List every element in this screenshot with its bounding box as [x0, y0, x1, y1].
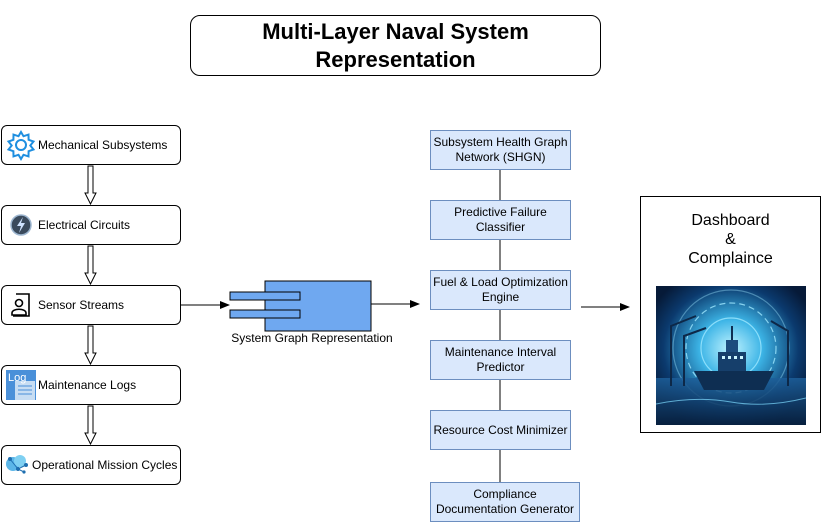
process-shgn: Subsystem Health Graph Network (SHGN) — [430, 130, 571, 170]
dashboard-title-line3: Complaince — [688, 250, 773, 267]
input-mechanical-subsystems: Mechanical Subsystems — [1, 125, 181, 165]
dashboard-title: Dashboard & Complaince — [641, 211, 820, 268]
diagram-title-box: Multi-Layer Naval System Representation — [190, 15, 601, 76]
process-maintenance-interval-predictor: Maintenance Interval Predictor — [430, 340, 571, 380]
diagram-title: Multi-Layer Naval System Representation — [262, 18, 529, 72]
process-fuel-load-optimization: Fuel & Load Optimization Engine — [430, 270, 571, 310]
process-label: Resource Cost Minimizer — [433, 422, 568, 437]
process-predictive-failure-classifier: Predictive Failure Classifier — [430, 200, 571, 240]
input-label: Sensor Streams — [38, 298, 125, 312]
log-icon-text: Log — [8, 372, 26, 384]
hollow-arrow-3 — [84, 325, 97, 366]
hollow-arrow-1 — [84, 165, 97, 206]
dashboard-title-line1: Dashboard — [691, 212, 770, 229]
process-label: Subsystem Health Graph Network (SHGN) — [433, 135, 568, 164]
person-document-icon — [4, 288, 38, 322]
log-file-icon: Log — [4, 368, 38, 402]
process-compliance-documentation: Compliance Documentation Generator — [430, 482, 580, 522]
input-label: Maintenance Logs — [38, 378, 137, 392]
system-graph-component — [229, 280, 372, 332]
system-graph-label: System Graph Representation — [231, 331, 393, 345]
input-label: Electrical Circuits — [38, 218, 131, 232]
input-operational-mission-cycles: Operational Mission Cycles — [1, 445, 181, 485]
process-label: Predictive Failure Classifier — [454, 205, 547, 234]
process-label: Fuel & Load Optimization Engine — [433, 275, 568, 304]
input-maintenance-logs: Log Maintenance Logs — [1, 365, 181, 405]
network-cloud-icon — [4, 448, 32, 482]
gear-icon — [4, 128, 38, 162]
hollow-arrow-4 — [84, 405, 97, 446]
input-electrical-circuits: Electrical Circuits — [1, 205, 181, 245]
input-sensor-streams: Sensor Streams — [1, 285, 181, 325]
dashboard-title-line2: & — [725, 231, 736, 248]
input-label: Mechanical Subsystems — [38, 138, 168, 152]
naval-ship-hologram-image — [656, 286, 806, 425]
process-label: Compliance Documentation Generator — [435, 487, 575, 516]
hollow-arrow-2 — [84, 245, 97, 286]
dashboard-box: Dashboard & Complaince — [640, 196, 821, 433]
input-label: Operational Mission Cycles — [32, 458, 178, 472]
process-label: Maintenance Interval Predictor — [444, 345, 557, 374]
process-resource-cost-minimizer: Resource Cost Minimizer — [430, 410, 571, 450]
lightning-globe-icon — [4, 208, 38, 242]
